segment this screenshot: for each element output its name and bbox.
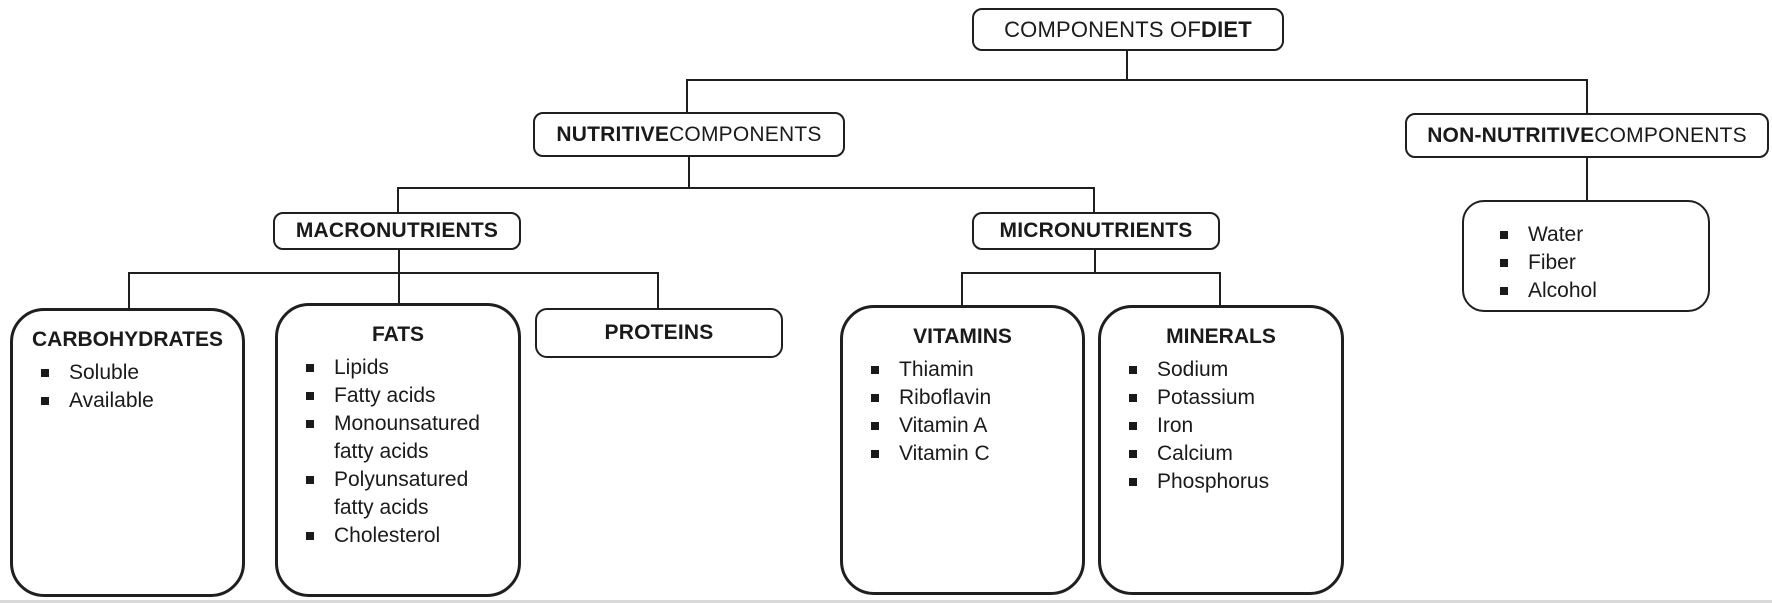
list-item: Alcohol	[1496, 277, 1698, 305]
connector-macronutrients-down	[398, 250, 400, 274]
connector-carbohydrates-drop	[128, 272, 130, 309]
vitamins-title: VITAMINS	[913, 325, 1012, 348]
node-fats: FATS Lipids Fatty acids Monounsatured fa…	[275, 303, 521, 597]
vitamins-item-list: Thiamin Riboflavin Vitamin A Vitamin C	[843, 356, 1082, 468]
non-nutritive-item-list: Water Fiber Alcohol	[1464, 221, 1708, 305]
minerals-title: MINERALS	[1166, 325, 1276, 348]
list-item: Phosphorus	[1125, 468, 1331, 496]
minerals-item-list: Sodium Potassium Iron Calcium Phosphorus	[1101, 356, 1341, 496]
connector-nutritive-drop	[686, 79, 688, 113]
node-components-of-diet-bold: DIET	[1201, 16, 1252, 42]
node-non-nutritive-bold: NON-NUTRITIVE	[1427, 123, 1595, 147]
node-micronutrients-label: MICRONUTRIENTS	[999, 219, 1193, 242]
list-item: Riboflavin	[867, 384, 1072, 412]
connector-micro-horizontal	[961, 272, 1221, 274]
node-non-nutritive-components: NON-NUTRITIVE COMPONENTS	[1405, 113, 1769, 158]
connector-level1-horizontal	[686, 79, 1588, 81]
node-nutritive-bold: NUTRITIVE	[556, 122, 670, 146]
list-item: Soluble	[37, 359, 232, 387]
list-item: Fatty acids	[302, 382, 508, 410]
list-item: Thiamin	[867, 356, 1072, 384]
list-item: Vitamin A	[867, 412, 1072, 440]
carbohydrates-title: CARBOHYDRATES	[32, 328, 223, 351]
connector-fats-drop	[398, 272, 400, 304]
list-item: Monounsatured fatty acids	[302, 410, 508, 466]
node-macronutrients: MACRONUTRIENTS	[273, 212, 521, 250]
node-proteins: PROTEINS	[535, 308, 783, 358]
node-components-of-diet-label: COMPONENTS OF	[1004, 16, 1201, 42]
node-carbohydrates: CARBOHYDRATES Soluble Available	[10, 308, 245, 597]
list-item: Iron	[1125, 412, 1331, 440]
list-item: Fiber	[1496, 249, 1698, 277]
node-micronutrients: MICRONUTRIENTS	[972, 212, 1220, 250]
list-item: Calcium	[1125, 440, 1331, 468]
connector-minerals-drop	[1219, 272, 1221, 306]
node-non-nutritive-label: COMPONENTS	[1594, 123, 1747, 147]
connector-level2-horizontal	[397, 187, 1095, 189]
connector-proteins-drop	[657, 272, 659, 309]
connector-root-drop	[1126, 51, 1128, 81]
connector-non-nutritive-drop	[1586, 79, 1588, 114]
connector-micronutrients-drop	[1093, 187, 1095, 213]
node-vitamins: VITAMINS Thiamin Riboflavin Vitamin A Vi…	[840, 305, 1085, 595]
proteins-title: PROTEINS	[604, 321, 714, 344]
list-item: Cholesterol	[302, 522, 508, 550]
fats-item-list: Lipids Fatty acids Monounsatured fatty a…	[278, 354, 518, 550]
node-nutritive-label: COMPONENTS	[669, 122, 822, 146]
list-item: Available	[37, 387, 232, 415]
fats-title: FATS	[371, 323, 425, 346]
scan-artifact-line	[0, 600, 1772, 603]
connector-macronutrients-drop	[397, 187, 399, 213]
list-item: Vitamin C	[867, 440, 1072, 468]
list-item: Polyunsatured fatty acids	[302, 466, 508, 522]
connector-vitamins-drop	[961, 272, 963, 306]
connector-micronutrients-down	[1094, 250, 1096, 274]
list-item: Sodium	[1125, 356, 1331, 384]
node-macronutrients-label: MACRONUTRIENTS	[295, 219, 499, 242]
list-item: Lipids	[302, 354, 508, 382]
list-item: Potassium	[1125, 384, 1331, 412]
node-minerals: MINERALS Sodium Potassium Iron Calcium P…	[1098, 305, 1344, 595]
connector-non-nutritive-list-drop	[1586, 158, 1588, 201]
node-non-nutritive-list: Water Fiber Alcohol	[1462, 200, 1710, 312]
node-nutritive-components: NUTRITIVE COMPONENTS	[533, 112, 845, 157]
carbohydrates-item-list: Soluble Available	[13, 359, 242, 415]
node-components-of-diet: COMPONENTS OF DIET	[972, 8, 1284, 51]
connector-macro-horizontal	[128, 272, 659, 274]
connector-nutritive-down	[688, 157, 690, 188]
list-item: Water	[1496, 221, 1698, 249]
